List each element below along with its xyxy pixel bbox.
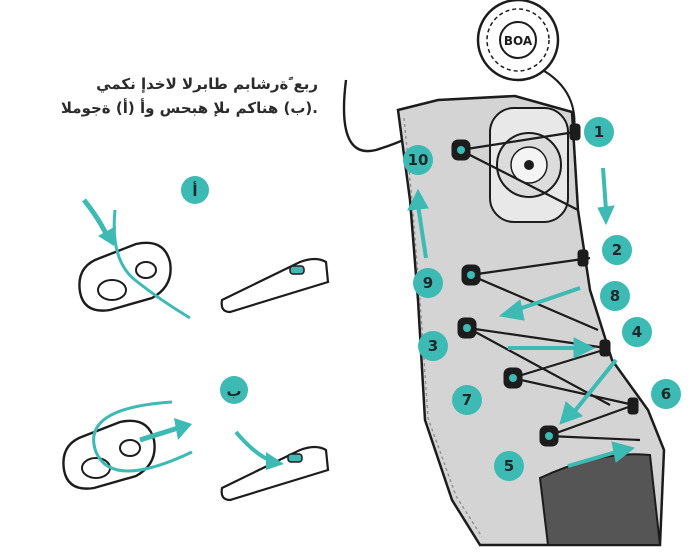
svg-text:أ: أ <box>192 181 197 200</box>
option-a-illustration: أ <box>79 176 328 318</box>
svg-text:6: 6 <box>661 385 671 403</box>
boa-dial: BOA <box>478 0 558 80</box>
svg-text:1: 1 <box>594 123 604 141</box>
step-badge-4: 4 <box>622 317 652 347</box>
svg-text:7: 7 <box>462 391 472 409</box>
svg-text:10: 10 <box>408 151 429 169</box>
step-badge-3: 3 <box>418 331 448 361</box>
step-badge-6: 6 <box>651 379 681 409</box>
step-badge-10: 10 <box>403 145 433 175</box>
instruction-text: ربع ًةرشابم طابرلا لاخدإ نكمي .(ب) هناكم… <box>18 72 318 120</box>
instruction-line-2: .(ب) هناكم ىلإ هبحس وأ (أ) ةجوملا <box>18 96 318 120</box>
step-badge-8: 8 <box>600 281 630 311</box>
step-badge-9: 9 <box>413 268 443 298</box>
option-b-illustration: ب <box>63 376 328 500</box>
step-badge-5: 5 <box>494 451 524 481</box>
step-badge-7: 7 <box>452 385 482 415</box>
boa-logo-text: BOA <box>504 34 533 48</box>
svg-text:3: 3 <box>428 337 438 355</box>
svg-text:ب: ب <box>226 382 241 400</box>
svg-text:5: 5 <box>504 457 514 475</box>
svg-text:9: 9 <box>423 274 433 292</box>
svg-text:4: 4 <box>632 323 642 341</box>
step-badge-1: 1 <box>584 117 614 147</box>
instruction-line-1: ربع ًةرشابم طابرلا لاخدإ نكمي <box>18 72 318 96</box>
step-badge-2: 2 <box>602 235 632 265</box>
svg-text:8: 8 <box>610 287 620 305</box>
svg-text:2: 2 <box>612 241 622 259</box>
